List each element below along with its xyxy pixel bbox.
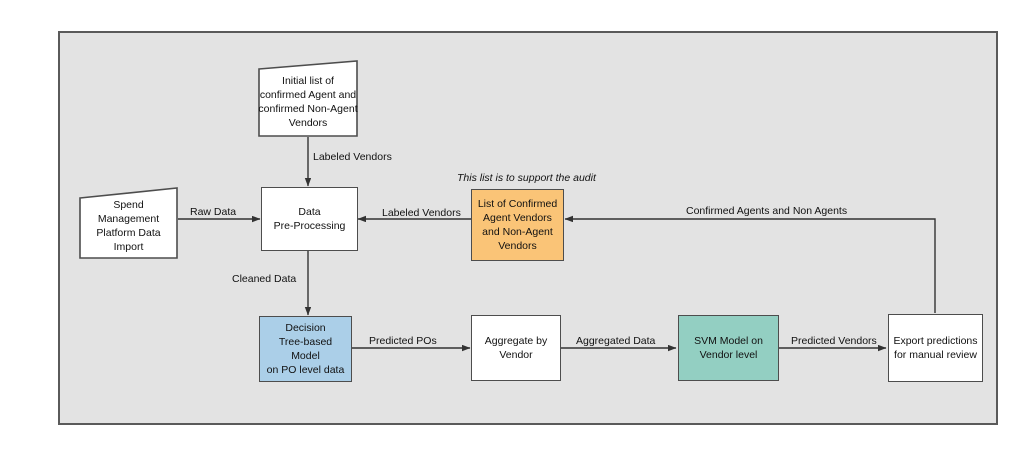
node-confirmed-list[interactable]: List of Confirmed Agent Vendors and Non-… [471, 189, 564, 261]
edge-label-aggregated-data: Aggregated Data [576, 335, 656, 347]
node-data-preprocessing[interactable]: Data Pre-Processing [261, 187, 358, 251]
node-initial-list-label: Initial list of confirmed Agent and conf… [258, 74, 358, 129]
spend-import-shape [79, 187, 178, 259]
node-aggregate-vendor[interactable]: Aggregate by Vendor [471, 315, 561, 381]
edge-label-labeled-vendors-top: Labeled Vendors [313, 151, 392, 163]
edge-label-confirmed-agents: Confirmed Agents and Non Agents [686, 205, 848, 217]
audit-annotation: This list is to support the audit [457, 172, 596, 184]
edge-label-raw-data: Raw Data [190, 206, 237, 218]
node-decision-tree[interactable]: Decision Tree-based Model on PO level da… [259, 316, 352, 382]
edge-label-predicted-vendors: Predicted Vendors [791, 335, 877, 347]
node-spend-import[interactable]: Spend Management Platform Data Import [79, 187, 178, 259]
node-initial-list[interactable]: Initial list of confirmed Agent and conf… [258, 60, 358, 137]
edge-label-predicted-pos: Predicted POs [369, 335, 437, 347]
initial-list-shape [258, 60, 358, 137]
node-export-predictions[interactable]: Export predictions for manual review [888, 314, 983, 382]
node-spend-import-label: Spend Management Platform Data Import [96, 199, 161, 253]
edge-label-labeled-vendors-right: Labeled Vendors [382, 207, 461, 219]
node-svm-model[interactable]: SVM Model on Vendor level [678, 315, 779, 381]
edge-label-cleaned-data: Cleaned Data [232, 273, 297, 285]
